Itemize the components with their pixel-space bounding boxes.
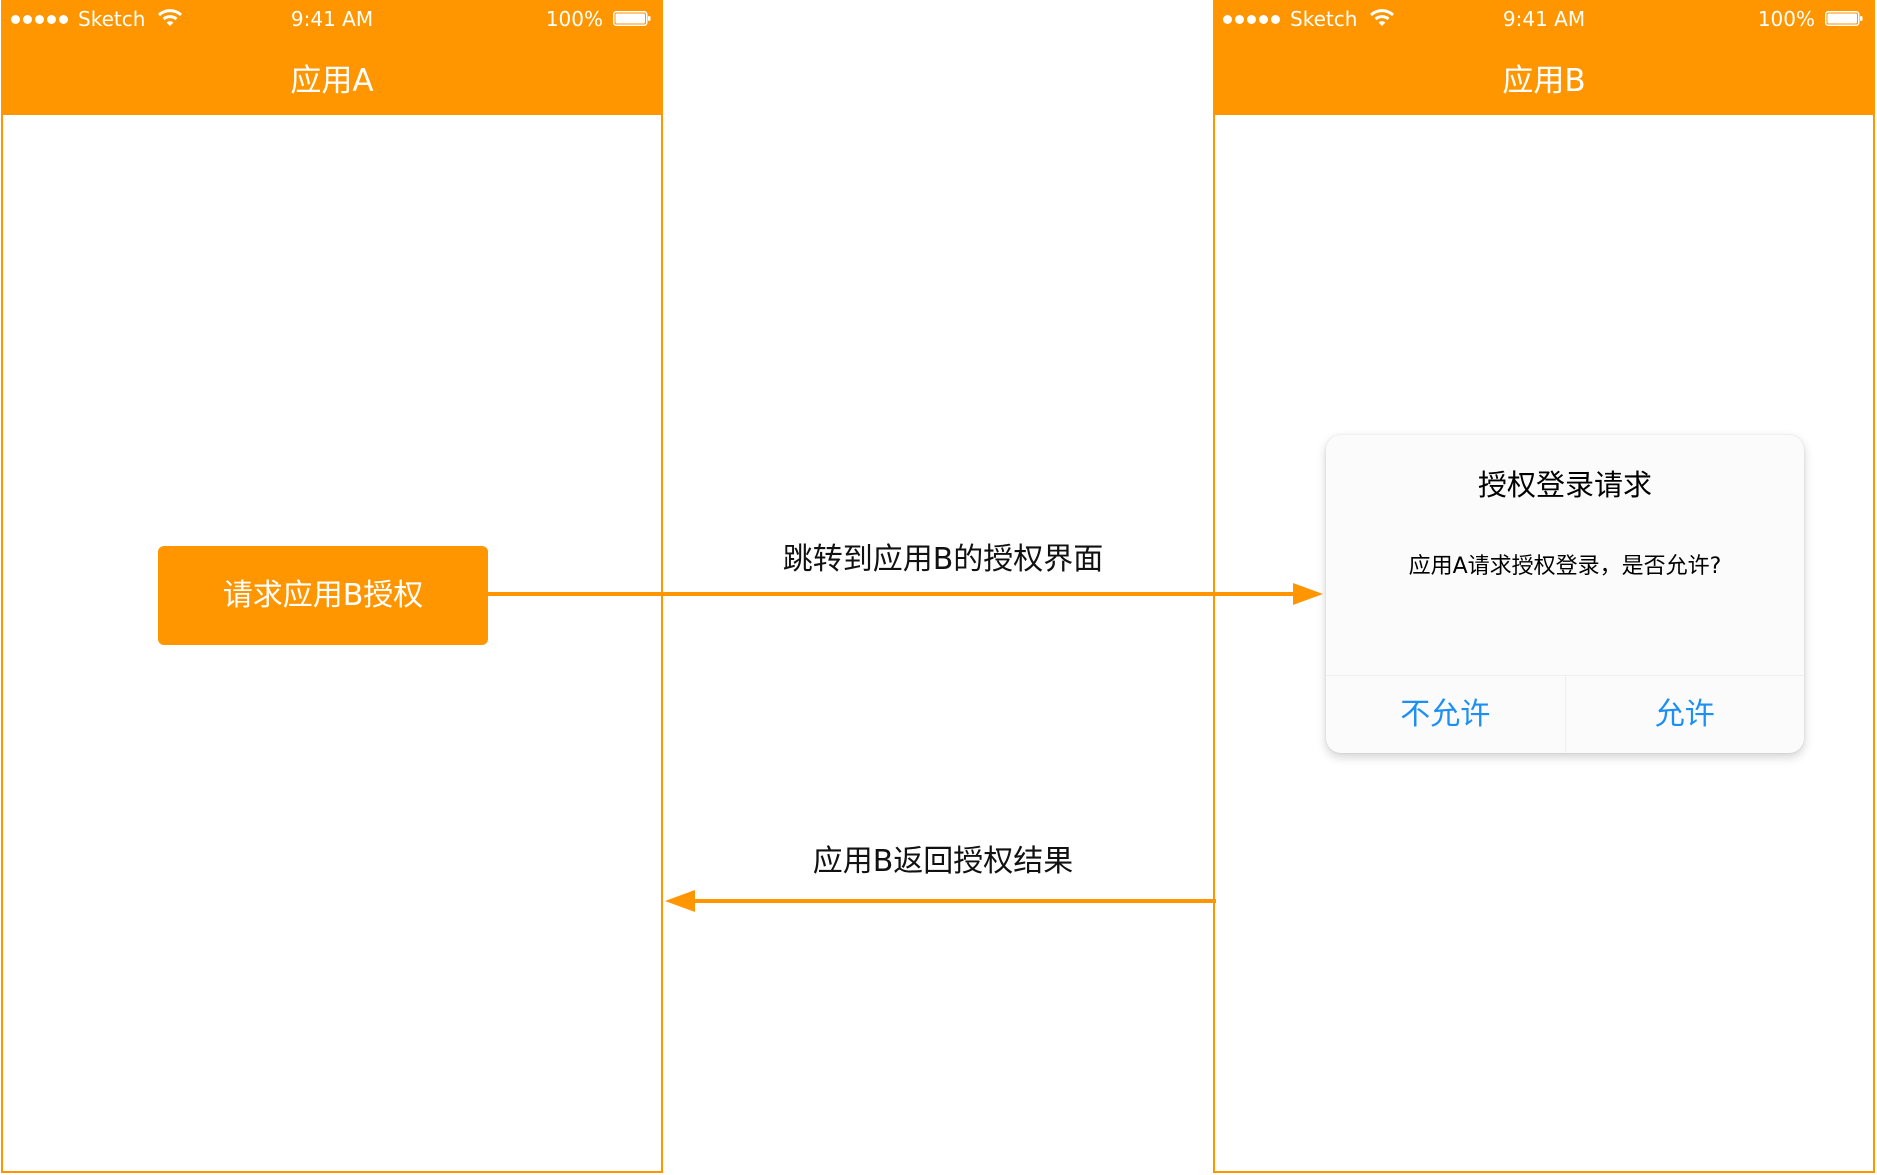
dialog-title: 授权登录请求 (1477, 468, 1652, 502)
arrow-left-icon (665, 890, 1216, 912)
allow-button[interactable]: 允许 (1564, 676, 1805, 753)
auth-dialog: 授权登录请求 应用A请求授权登录，是否允许? 不允许 允许 (1326, 435, 1804, 753)
battery-percent: 100% (545, 7, 603, 31)
status-time: 9:41 AM (1502, 7, 1586, 31)
battery-icon (613, 11, 651, 26)
page-title: 应用B (1502, 63, 1586, 99)
wifi-icon (1369, 9, 1395, 26)
nav-header: Sketch 9:41 AM 100% 应用B (1215, 2, 1873, 115)
deny-button[interactable]: 不允许 (1400, 697, 1491, 732)
return-flow-label: 应用B返回授权结果 (812, 844, 1074, 879)
forward-flow-label: 跳转到应用B的授权界面 (782, 542, 1104, 577)
dialog-actions: 不允许 允许 (1326, 675, 1804, 753)
dialog-message: 应用A请求授权登录，是否允许? (1408, 554, 1722, 579)
battery-icon (1825, 11, 1863, 26)
phone-app-a: Sketch 9:41 AM 100% 应用A 请求应用B授权 (1, 0, 663, 1173)
status-time: 9:41 AM (290, 7, 374, 31)
carrier-label: Sketch (78, 7, 146, 31)
battery-percent: 100% (1757, 7, 1815, 31)
status-bar: Sketch 9:41 AM 100% (3, 2, 661, 36)
signal-dots-icon (1223, 2, 1283, 36)
wifi-icon (157, 9, 183, 26)
page-title: 应用A (290, 63, 374, 99)
nav-header: Sketch 9:41 AM 100% 应用A (3, 2, 661, 115)
signal-dots-icon (11, 2, 71, 36)
request-auth-button[interactable]: 请求应用B授权 (158, 546, 488, 645)
carrier-label: Sketch (1290, 7, 1358, 31)
status-bar: Sketch 9:41 AM 100% (1215, 2, 1873, 36)
